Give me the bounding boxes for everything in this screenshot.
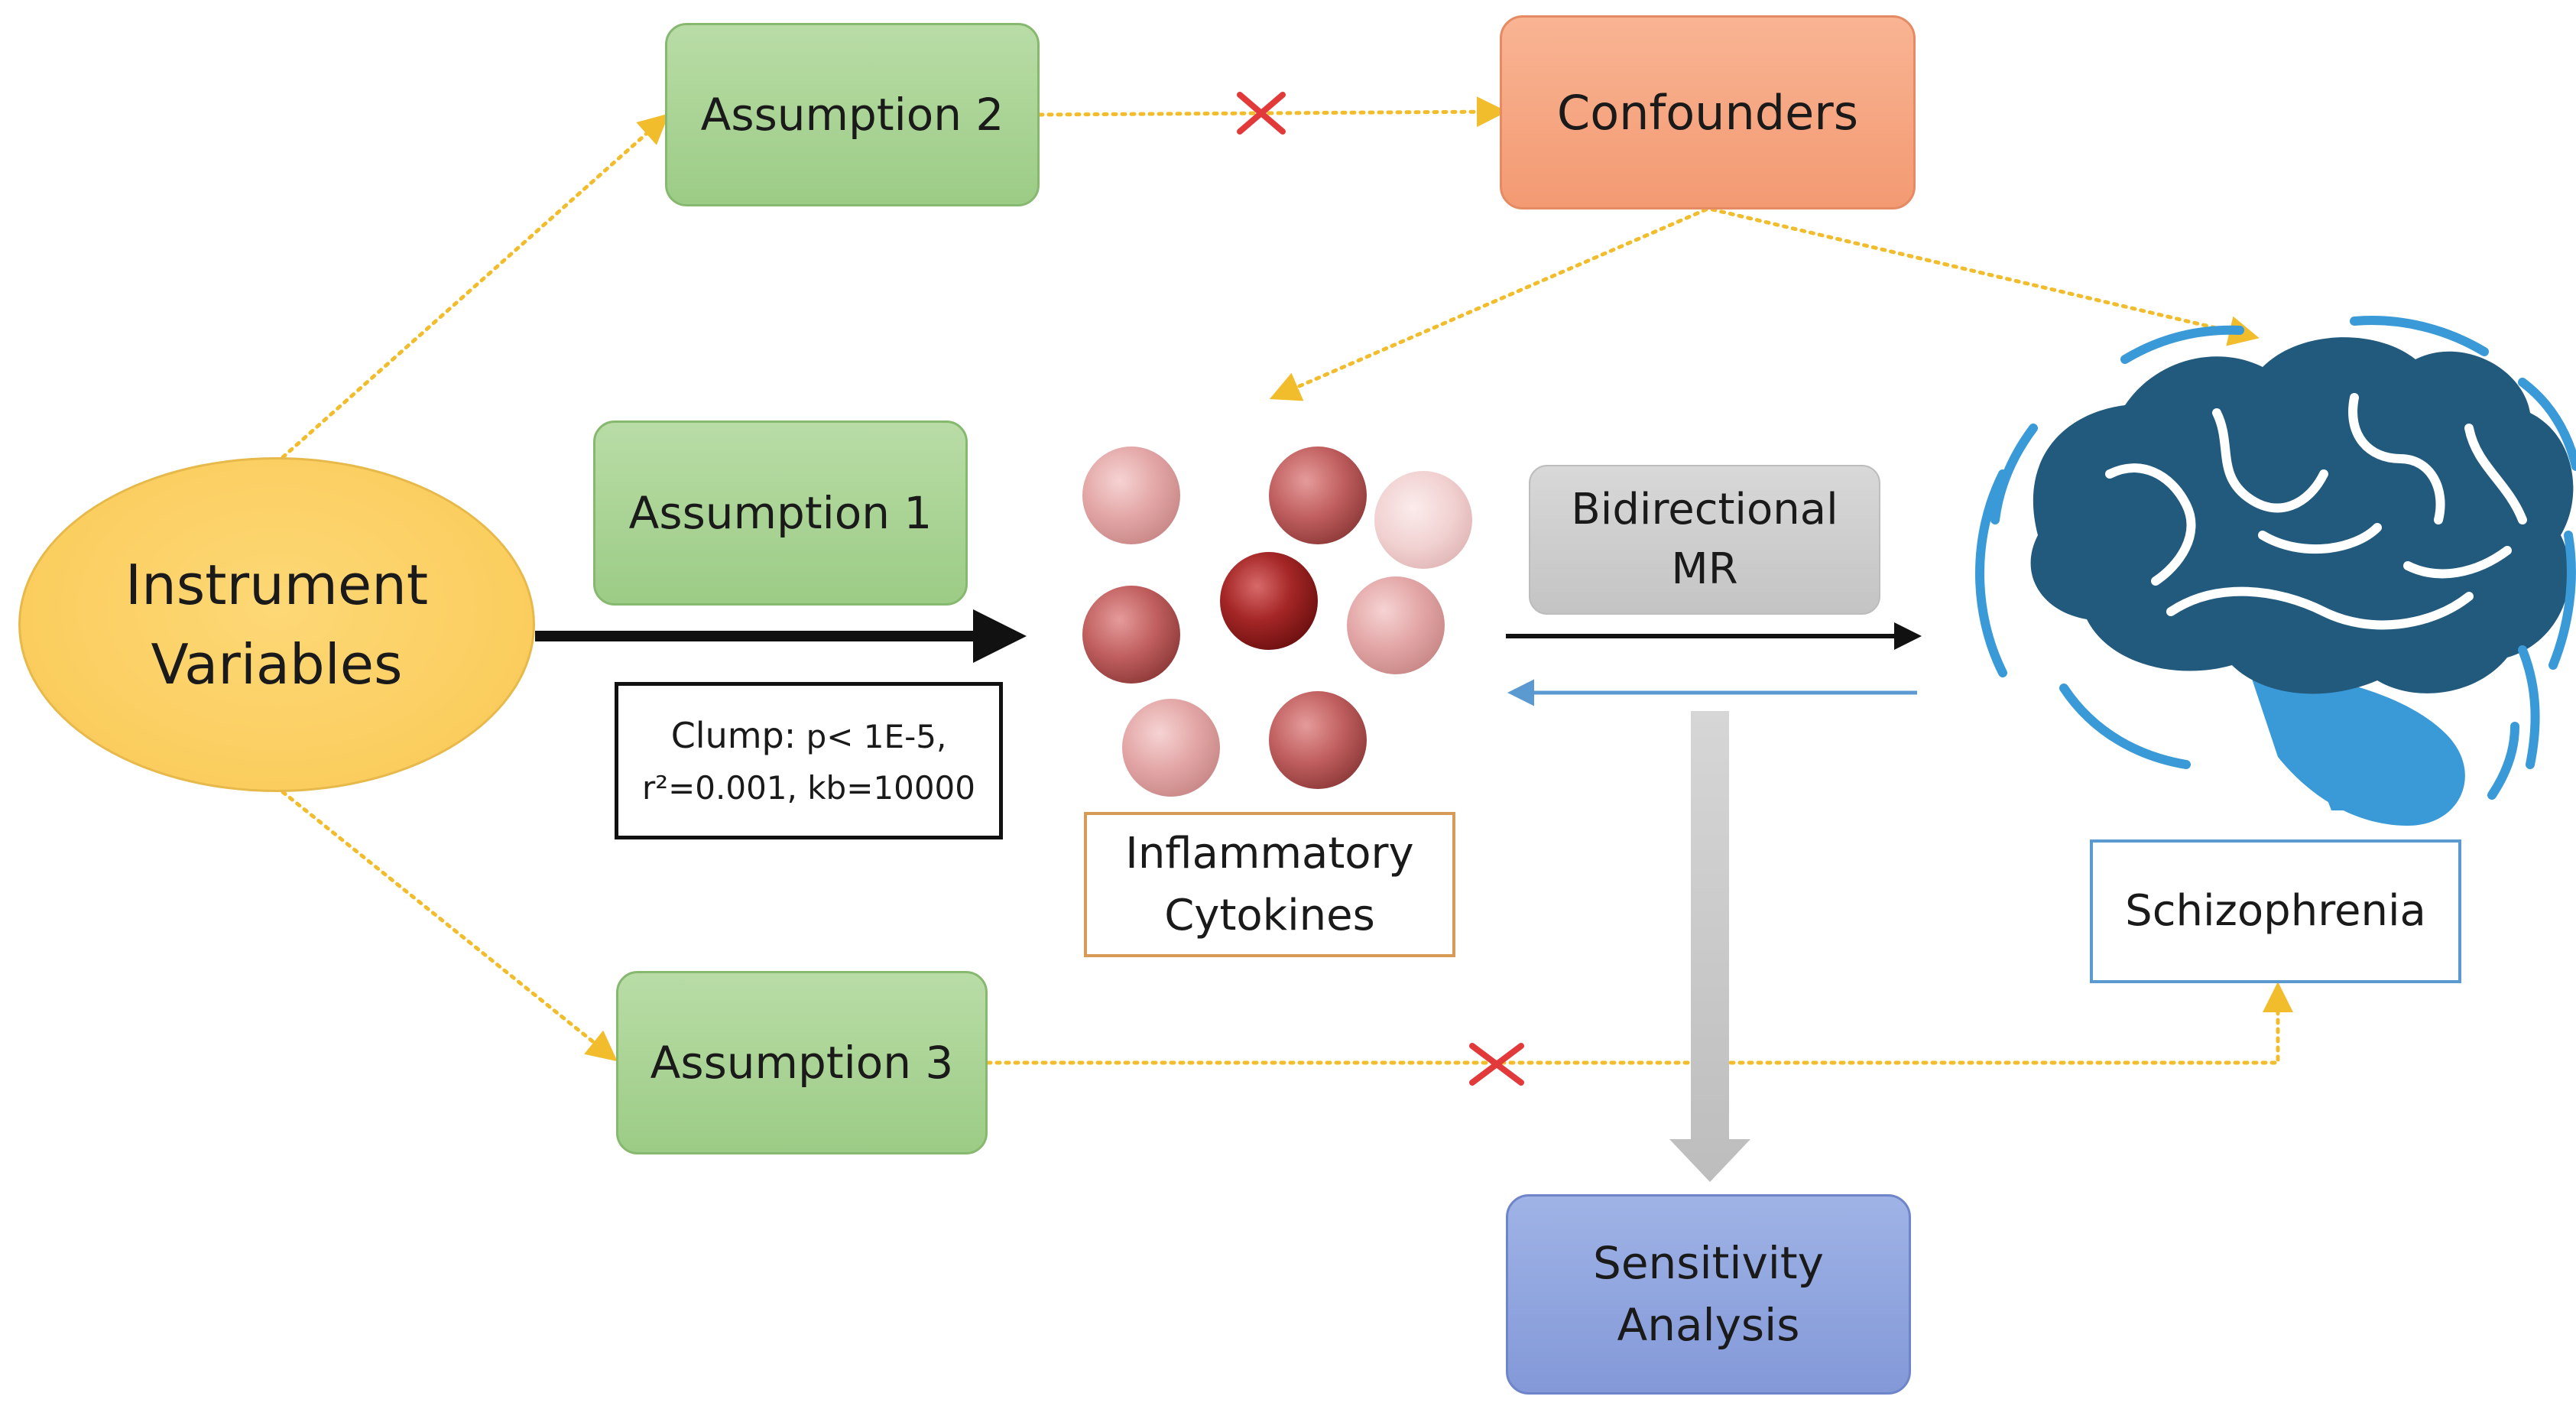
clump-criteria-box: Clump: p< 1E-5, r²=0.001, kb=10000 [615, 682, 1003, 839]
sensitivity-analysis-line2: Analysis [1617, 1299, 1800, 1351]
arrow-confounders-to-cytokines [1269, 207, 1708, 401]
instrument-variables-node: Instrument Variables [18, 457, 535, 792]
inflammatory-cytokines-label-box: Inflammatory Cytokines [1084, 812, 1455, 957]
red-x-icon [1237, 92, 1286, 135]
bidirectional-mr-line2: MR [1671, 544, 1738, 594]
cytokine-molecules-icon [1082, 446, 1472, 797]
arrow-assumption2-to-confounders [1037, 96, 1507, 128]
cytokines-line2: Cytokines [1164, 891, 1375, 940]
bidirectional-mr-node: Bidirectional MR [1529, 465, 1880, 615]
cytokines-line1: Inflammatory [1125, 828, 1414, 878]
arrow-assumption3-to-schizophrenia [985, 982, 2293, 1065]
brain-icon [1975, 316, 2576, 826]
red-x-icon [1469, 1043, 1524, 1086]
confounders-label: Confounders [1556, 84, 1859, 141]
arrow-mr-to-sensitivity [1669, 711, 1750, 1182]
instrument-variables-line1: Instrument [125, 552, 429, 617]
confounders-node: Confounders [1500, 15, 1916, 209]
arrow-confounders-to-brain [1710, 207, 2260, 346]
clump-criteria-line1: Clump: p< 1E-5, [671, 709, 947, 763]
assumption1-label: Assumption 1 [628, 487, 933, 539]
sensitivity-analysis-node: Sensitivity Analysis [1506, 1194, 1911, 1395]
instrument-variables-line2: Variables [151, 632, 403, 697]
assumption2-node: Assumption 2 [665, 23, 1040, 206]
assumption1-node: Assumption 1 [593, 421, 968, 606]
assumption2-label: Assumption 2 [700, 89, 1004, 141]
clump-criteria-pvalue: p< 1E-5, [806, 717, 947, 755]
arrow-iv-to-assumption3 [281, 790, 618, 1062]
sensitivity-analysis-line1: Sensitivity [1593, 1236, 1824, 1289]
schizophrenia-label: Schizophrenia [2125, 886, 2426, 937]
arrow-iv-to-assumption2 [281, 113, 670, 459]
clump-word: Clump: [670, 714, 796, 756]
schizophrenia-label-box: Schizophrenia [2090, 839, 2461, 983]
clump-criteria-line2: r²=0.001, kb=10000 [641, 769, 976, 807]
assumption3-label: Assumption 3 [650, 1037, 954, 1089]
assumption3-node: Assumption 3 [616, 971, 988, 1154]
bidirectional-mr-line1: Bidirectional [1571, 484, 1838, 534]
